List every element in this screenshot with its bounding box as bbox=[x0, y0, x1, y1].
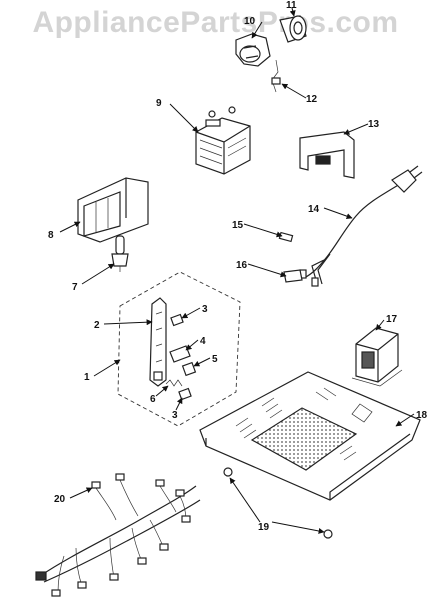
callout-11: 11 bbox=[286, 0, 297, 11]
callout-6: 6 bbox=[150, 394, 156, 405]
callout-3-lower: 3 bbox=[172, 410, 178, 421]
callout-20: 20 bbox=[54, 494, 66, 505]
part-4-lever bbox=[169, 345, 191, 363]
callout-14: 14 bbox=[308, 204, 320, 215]
leader-lines bbox=[59, 7, 415, 534]
part-18-base-plate bbox=[199, 371, 421, 501]
callout-1: 1 bbox=[84, 372, 90, 383]
part-3-switch-lower bbox=[178, 387, 192, 401]
part-12-thermal-cutout bbox=[271, 59, 281, 93]
callout-12: 12 bbox=[306, 94, 318, 105]
part-1-latch-assembly-boundary bbox=[117, 271, 241, 427]
callout-15: 15 bbox=[232, 220, 244, 231]
callout-labels: 10 11 12 9 13 8 7 14 15 16 17 18 1 2 3 4… bbox=[48, 0, 428, 533]
part-16-connector bbox=[283, 269, 303, 283]
part-19-foot-left bbox=[223, 467, 233, 477]
part-11-fan-motor bbox=[279, 15, 307, 43]
part-2-latch-board bbox=[149, 297, 167, 387]
callout-18: 18 bbox=[416, 410, 428, 421]
callout-13: 13 bbox=[368, 119, 380, 130]
part-20-wire-harness bbox=[35, 473, 201, 597]
callout-10: 10 bbox=[244, 16, 256, 27]
callout-9: 9 bbox=[156, 98, 162, 109]
callout-4: 4 bbox=[200, 336, 206, 347]
part-7-lamp bbox=[111, 235, 129, 272]
part-19-foot-right bbox=[323, 529, 333, 539]
callout-8: 8 bbox=[48, 230, 54, 241]
callout-3-upper: 3 bbox=[202, 304, 208, 315]
callout-7: 7 bbox=[72, 282, 78, 293]
callout-19: 19 bbox=[258, 522, 270, 533]
part-10-fan-duct bbox=[235, 33, 271, 67]
part-6-spring bbox=[165, 379, 183, 387]
watermark-text: AppliancePartsPros.com bbox=[32, 6, 399, 39]
part-14-power-cord bbox=[299, 165, 423, 287]
part-13-bracket bbox=[299, 131, 355, 179]
part-3-switch-upper bbox=[170, 313, 184, 327]
part-5-switch bbox=[181, 361, 197, 377]
part-9-magnetron bbox=[195, 106, 251, 175]
part-15-fuse bbox=[278, 231, 294, 243]
part-8-panel bbox=[77, 177, 149, 243]
callout-2: 2 bbox=[94, 320, 100, 331]
callout-5: 5 bbox=[212, 354, 218, 365]
callout-16: 16 bbox=[236, 260, 248, 271]
callout-17: 17 bbox=[386, 314, 398, 325]
part-17-transformer bbox=[351, 327, 403, 387]
